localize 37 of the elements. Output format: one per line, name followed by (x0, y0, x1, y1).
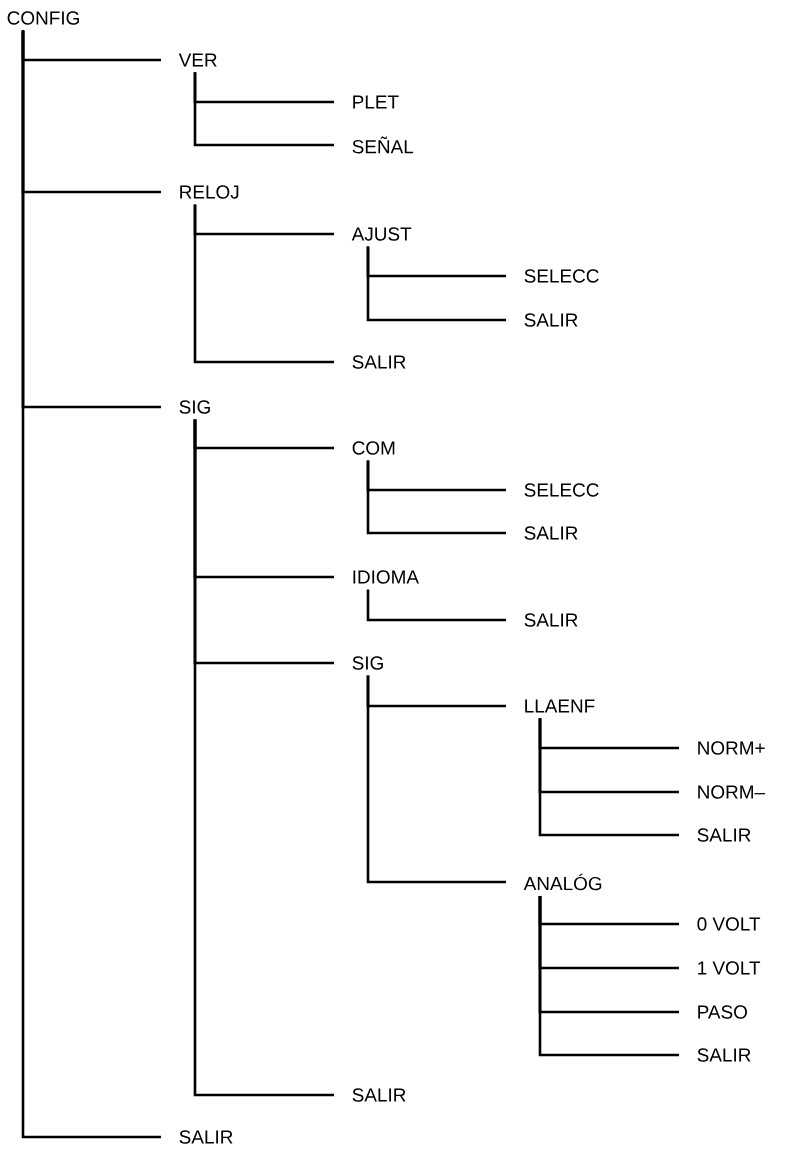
menu-item: SALIR (697, 828, 751, 842)
menu-item: 0 VOLT (697, 917, 761, 931)
menu-item: ANALÓG (523, 873, 602, 891)
tree-connector (193, 419, 334, 1097)
menu-item: SALIR (697, 1048, 751, 1062)
menu-item: NORM– (698, 785, 766, 799)
menu-item: PLET (353, 95, 399, 109)
tree-connector (538, 896, 679, 1057)
menu-item: SELECC (524, 483, 599, 497)
menu-item: SEÑAL (352, 136, 414, 154)
menu-item: SIG (179, 400, 210, 414)
menu-item: COM (352, 441, 395, 455)
menu-item: LLAENF (525, 699, 595, 713)
menu-item: VER (178, 53, 217, 67)
menu-item: SALIR (524, 313, 578, 327)
tree-connector (366, 246, 506, 322)
menu-item: SALIR (524, 613, 578, 627)
tree-connector (538, 718, 679, 837)
menu-item: RELOJ (180, 185, 239, 199)
menu-item: IDIOMA (353, 570, 419, 584)
tree-connector (193, 72, 334, 147)
tree-connector (366, 675, 506, 884)
tree-connector (21, 30, 161, 1139)
menu-item: SELECC (524, 269, 599, 283)
menu-item: AJUST (351, 227, 412, 241)
menu-item: SALIR (179, 1130, 233, 1144)
menu-item: SALIR (352, 355, 406, 369)
menu-item: SALIR (524, 526, 578, 540)
menu-item: NORM+ (698, 741, 765, 755)
tree-connector (366, 460, 506, 535)
menu-item: PASO (698, 1005, 747, 1019)
tree-connector (366, 589, 506, 622)
menu-item: CONFIG (7, 11, 79, 25)
menu-item: SIG (352, 656, 383, 670)
tree-connector (193, 204, 334, 364)
menu-item: SALIR (352, 1088, 406, 1102)
menu-item: 1 VOLT (698, 961, 761, 975)
